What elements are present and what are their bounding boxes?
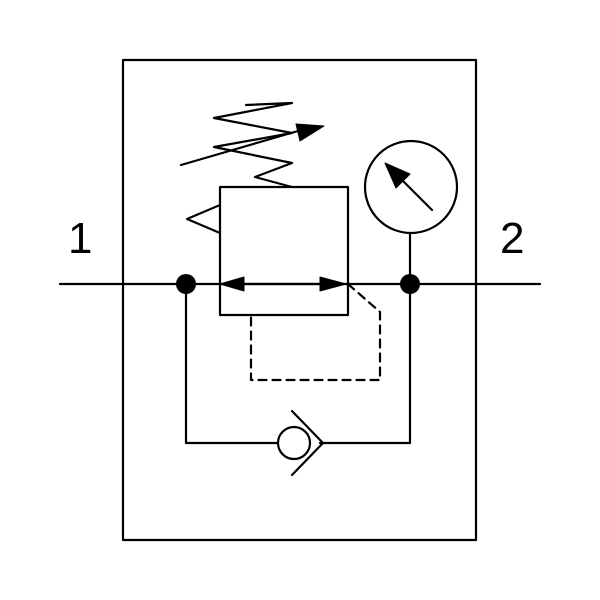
regulator-valve-body bbox=[218, 185, 350, 317]
pilot-line-dashed bbox=[249, 282, 382, 382]
inlet-port-label: 1 bbox=[68, 214, 92, 263]
bypass-line bbox=[184, 282, 280, 445]
pilot-notch-icon bbox=[185, 203, 222, 235]
spring-icon bbox=[212, 101, 294, 189]
check-valve-ball-icon bbox=[276, 425, 312, 461]
check-valve-seat-icon bbox=[290, 409, 325, 477]
gauge-needle-icon bbox=[384, 162, 434, 212]
bypass-line-return bbox=[318, 282, 412, 445]
outlet-port-label: 2 bbox=[500, 214, 524, 263]
flow-arrows-icon bbox=[219, 276, 347, 292]
pressure-gauge-icon bbox=[363, 139, 459, 235]
housing-outline bbox=[121, 58, 478, 542]
spring-adjust-arrow-icon bbox=[179, 123, 325, 167]
